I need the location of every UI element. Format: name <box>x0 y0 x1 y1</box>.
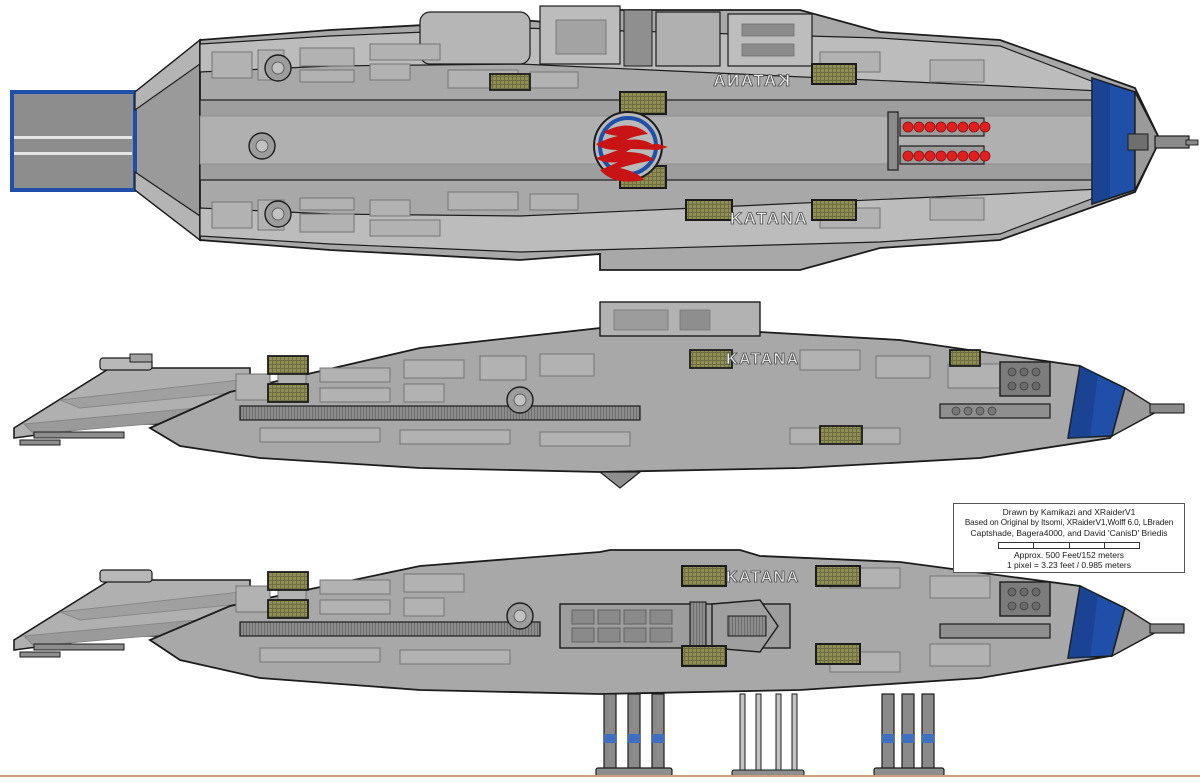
top-superstructure-upper <box>419 5 813 67</box>
ship-view-top: KATANA KATANA <box>10 5 1199 271</box>
hull-name-top: KATANA <box>730 209 808 228</box>
hull-name-top-mirrored: KATANA <box>712 71 790 90</box>
hull-name-bottom: KATANA <box>726 569 800 586</box>
scale-bar-segment <box>1105 543 1139 548</box>
ship-view-bottom: KATANA <box>13 549 1185 777</box>
ship-view-side: KATANA <box>13 301 1185 489</box>
top-turret-cluster <box>248 54 292 228</box>
colonial-insignia-top <box>593 111 668 182</box>
legend-line-2: Based on Original by Itsomi, XRaiderV1,W… <box>964 517 1174 527</box>
aft-engine-block-top <box>1091 76 1190 206</box>
top-hull-group: KATANA KATANA <box>10 5 1199 271</box>
hull-name-side: KATANA <box>726 351 800 368</box>
landing-gear-group-1 <box>595 693 673 777</box>
bottom-panel-detail <box>235 567 991 673</box>
bottom-hull-group: KATANA <box>13 549 1185 777</box>
pixel-scale-label: 1 pixel = 3.23 feet / 0.985 meters <box>1006 560 1132 570</box>
launch-tube-array-top <box>887 111 991 171</box>
aft-engine-block-side <box>1067 364 1185 439</box>
landing-gear-assembly <box>595 693 945 777</box>
bottom-aft-machinery <box>939 581 1051 639</box>
scale-bar <box>998 541 1140 549</box>
scale-bar-segment <box>1070 542 1105 548</box>
scale-bar-segment <box>1034 542 1070 548</box>
side-ventral-fin <box>598 471 642 489</box>
landing-gear-group-2 <box>731 693 805 777</box>
side-hull-group: KATANA <box>13 301 1185 489</box>
legend-line-3: Captshade, Bagera4000, and David 'CanisD… <box>970 528 1168 538</box>
scale-label: Approx. 500 Feet/152 meters <box>1013 549 1125 560</box>
side-aft-machinery <box>939 361 1051 419</box>
forward-landing-bay <box>10 38 201 242</box>
scale-bar-segment <box>999 542 1035 548</box>
side-vent-panels <box>267 349 981 445</box>
top-vent-panels <box>489 63 857 221</box>
landing-gear-group-3 <box>873 693 945 777</box>
side-grille-band <box>239 405 641 421</box>
bottom-vent-panels <box>267 565 861 667</box>
legend-line-1: Drawn by Kamikazi and XRaiderV1 <box>1002 507 1136 517</box>
ground-reference-line <box>0 775 1200 777</box>
aft-engine-block-bottom <box>1067 584 1185 659</box>
attribution-legend: Drawn by Kamikazi and XRaiderV1 Based on… <box>953 503 1185 573</box>
